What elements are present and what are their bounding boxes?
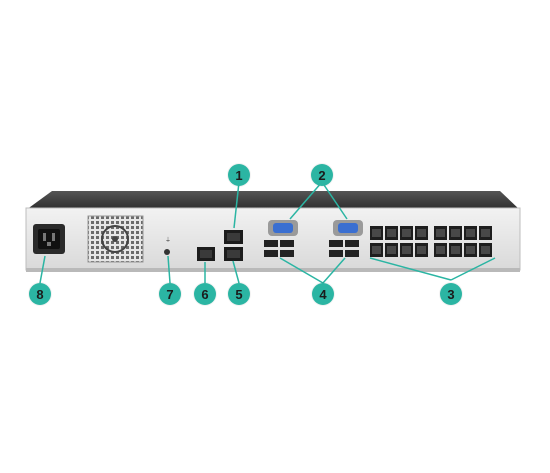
callout-8: 8	[29, 283, 51, 305]
network-ports	[224, 230, 243, 261]
callout-7: 7	[159, 283, 181, 305]
rj45-port-socket	[402, 246, 411, 254]
rj45-port-socket	[417, 229, 426, 237]
setup-port	[197, 247, 215, 261]
svg-text:⏚: ⏚	[165, 237, 171, 244]
callout-leaders	[39, 181, 496, 284]
rj45-port-socket	[436, 246, 445, 254]
usb-ports	[264, 240, 359, 257]
rj45-port-socket	[481, 246, 490, 254]
rj45-port-socket	[466, 246, 475, 254]
callout-3: 3	[440, 283, 462, 305]
rj45-port-socket	[387, 246, 396, 254]
rj45-port-socket	[402, 229, 411, 237]
fan-vent	[87, 215, 144, 263]
callout-5: 5	[228, 283, 250, 305]
vga-ports	[268, 220, 363, 236]
rj45-port-socket	[436, 229, 445, 237]
rj45-target-ports	[370, 226, 492, 257]
callout-6: 6	[194, 283, 216, 305]
rj45-port-socket	[372, 246, 381, 254]
rj45-port-socket	[466, 229, 475, 237]
rj45-port-socket	[372, 229, 381, 237]
chassis-top	[26, 191, 520, 210]
callout-4: 4	[312, 283, 334, 305]
callout-2: 2	[311, 164, 333, 186]
callout-1: 1	[228, 164, 250, 186]
rj45-port-socket	[417, 246, 426, 254]
ground-screw: ⏚	[164, 237, 171, 255]
rj45-port-socket	[451, 229, 460, 237]
power-inlet	[33, 224, 65, 254]
rj45-port-socket	[387, 229, 396, 237]
rj45-port-socket	[451, 246, 460, 254]
rj45-port-socket	[481, 229, 490, 237]
